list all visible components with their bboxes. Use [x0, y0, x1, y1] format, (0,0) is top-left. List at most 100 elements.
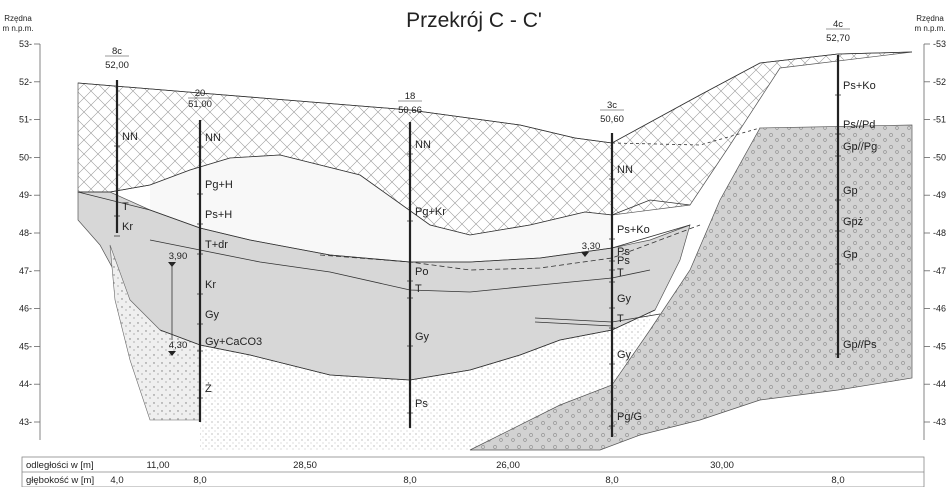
- axis-label-right-2: m n.p.m.: [914, 24, 945, 33]
- borehole-id: 8c: [112, 46, 122, 57]
- layer-label: Pg/G: [617, 411, 642, 423]
- layer-label: Pg+Kr: [415, 206, 446, 218]
- layer-label: NN: [122, 131, 138, 143]
- depth-4: 8,0: [605, 475, 618, 486]
- tick-label-left: 52-: [19, 77, 32, 87]
- boundary-peat-base: [159, 309, 656, 381]
- layer-label: Gy+CaCO3: [205, 336, 262, 348]
- depth-1: 4,0: [110, 475, 123, 486]
- tick-label-left: 46-: [19, 304, 32, 314]
- borehole-id: 3c: [607, 100, 617, 111]
- depth-row-label: głębokość w [m]: [26, 475, 94, 486]
- tick-label-right: -52: [933, 77, 946, 87]
- layer-label: Ps: [415, 398, 428, 410]
- borehole-elevation: 51,00: [188, 99, 212, 110]
- boreholes: 8c52,00NNTKr2051,00NNPg+HPs+HT+drKrGyGy+…: [105, 19, 877, 437]
- layer-label: T: [617, 313, 624, 325]
- tick-label-right: -51: [933, 115, 946, 125]
- layer-label: NN: [617, 164, 633, 176]
- geology-fills: [77, 51, 913, 451]
- layer-label: Gp: [843, 249, 858, 261]
- elevation-ticks: 53- -53 52- -52 51- -51 50- -50 49- -49 48- -48 47- -…: [19, 39, 946, 427]
- layer-label: Kr: [205, 279, 216, 291]
- distance-1: 11,00: [146, 460, 169, 471]
- layer-label: Gpż: [843, 216, 863, 228]
- layer-label: T+dr: [205, 239, 228, 251]
- layer-label: Gp//Ps: [843, 339, 877, 351]
- tick-label-right: -45: [933, 341, 946, 351]
- layer-label: Ps+H: [205, 209, 232, 221]
- axis-label-left-1: Rzędna: [4, 14, 32, 23]
- chart-title: Przekrój C - C': [406, 9, 542, 32]
- borehole-elevation: 52,00: [105, 60, 129, 71]
- layer-label: Ps: [617, 246, 630, 258]
- layer-label: Ż: [205, 382, 212, 395]
- borehole-id: 20: [195, 88, 206, 99]
- tick-label-right: -46: [933, 304, 946, 314]
- distance-3: 26,00: [496, 460, 520, 471]
- tick-label-left: 53-: [19, 39, 32, 49]
- layer-label: Kr: [122, 221, 133, 233]
- boundary-ground-surface: [77, 51, 913, 144]
- boundary-nn-base: [78, 154, 691, 236]
- borehole-elevation: 52,70: [826, 33, 850, 44]
- distance-4: 30,00: [710, 460, 734, 471]
- tick-label-left: 47-: [19, 266, 32, 276]
- distance-row-label: odległości w [m]: [26, 460, 94, 471]
- water-level-value: 3,90: [169, 251, 188, 262]
- layer-label: NN: [205, 132, 221, 144]
- depth-3: 8,0: [403, 475, 416, 486]
- tick-label-left: 44-: [19, 379, 32, 389]
- tick-label-right: -43: [933, 417, 946, 427]
- layer-label: NN: [415, 139, 431, 151]
- borehole-id: 4c: [833, 19, 843, 30]
- tick-label-right: -53: [933, 39, 946, 49]
- borehole-elevation: 50,66: [398, 105, 422, 116]
- water-level-value: 3,30: [582, 241, 601, 252]
- tick-label-left: 49-: [19, 190, 32, 200]
- fill-gravel-wedge: [469, 124, 913, 451]
- layer-label: Ps+Ko: [617, 224, 650, 236]
- tick-label-right: -49: [933, 190, 946, 200]
- borehole-elevation: 50,60: [600, 114, 624, 125]
- boundary-water-dashed: [319, 224, 701, 271]
- layer-label: Ps: [617, 255, 630, 267]
- depth-2: 8,0: [193, 475, 206, 486]
- boundary-lines: [77, 51, 913, 381]
- layer-label: T: [415, 283, 422, 295]
- water-level-value: 4,30: [169, 340, 188, 351]
- layer-label: Gy: [617, 293, 632, 305]
- layer-label: T: [617, 267, 624, 279]
- layer-label: T: [122, 201, 129, 213]
- tick-label-left: 50-: [19, 152, 32, 162]
- tick-label-right: -48: [933, 228, 946, 238]
- layer-label: Gy: [415, 331, 430, 343]
- layer-label: Gy: [617, 349, 632, 361]
- groundwater-markers: 3,90 4,30 3,30: [168, 241, 600, 356]
- tick-label-right: -50: [933, 152, 946, 162]
- tick-label-left: 43-: [19, 417, 32, 427]
- layer-label: Gp//Pg: [843, 141, 877, 153]
- water-level-triangle: [168, 351, 176, 356]
- fill-sand-light: [150, 155, 612, 265]
- bottom-table: odległości w [m] głębokość w [m] 11,00 2…: [21, 456, 925, 487]
- tick-label-right: -44: [933, 379, 946, 389]
- frame: [39, 44, 925, 440]
- layer-label: Ps//Pd: [843, 119, 875, 131]
- layer-label: Ps+Ko: [843, 80, 876, 92]
- depth-5: 8,0: [831, 475, 844, 486]
- distance-2: 28,50: [293, 460, 317, 471]
- tick-label-left: 51-: [19, 115, 32, 125]
- layer-label: Po: [415, 266, 428, 278]
- layer-label: Gy: [205, 309, 220, 321]
- borehole-id: 18: [405, 91, 416, 102]
- tick-label-left: 48-: [19, 228, 32, 238]
- water-level-triangle: [581, 252, 589, 257]
- axis-label-left-2: m n.p.m.: [2, 24, 33, 33]
